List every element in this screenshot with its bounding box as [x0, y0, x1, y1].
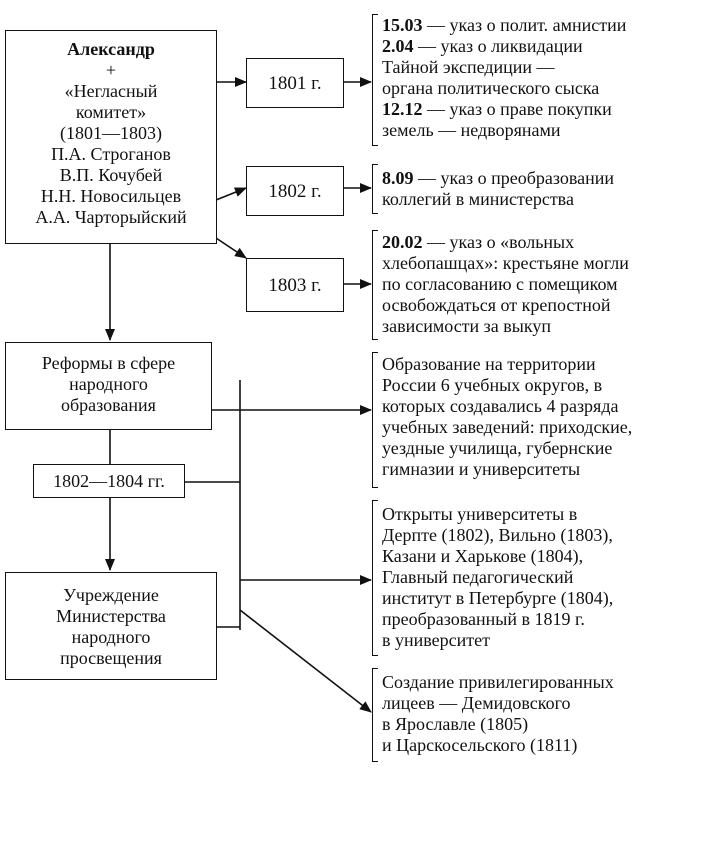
main-plus: + [105, 60, 117, 80]
alexander-committee-box: Александр + «Негласный комитет» (1801—18… [5, 30, 217, 244]
decree-line: зависимости за выкуп [382, 316, 551, 336]
committee-line1: «Негласный [64, 81, 158, 101]
universities-note: Открыты университеты в Дерпте (1802), Ви… [382, 504, 614, 650]
decree-line: 12.12 — указ о праве покупки [382, 99, 612, 119]
brace-districts [372, 352, 378, 488]
arrow-main-to-1803 [215, 237, 247, 259]
decree-line: органа политического сыска [382, 78, 600, 98]
year-1802-1804-label: 1802—1804 гг. [53, 470, 165, 491]
year-box-1801: 1801 г. [246, 58, 344, 108]
ministry-line: Учреждение [63, 585, 159, 605]
main-title: Александр [67, 39, 155, 59]
brace-1802 [372, 164, 378, 214]
year-1803-label: 1803 г. [268, 274, 322, 296]
member-1: П.А. Строганов [51, 144, 171, 164]
reforms-line: народного [69, 374, 148, 394]
decrees-1801: 15.03 — указ о полит. амнистии 2.04 — ук… [382, 15, 698, 141]
decree-line: коллегий в министерства [382, 189, 574, 209]
decree-line: земель — недворянами [382, 120, 561, 140]
decrees-1803: 20.02 — указ о «вольных хлебопашцах»: кр… [382, 232, 698, 337]
member-3: Н.Н. Новосильцев [40, 186, 182, 206]
brace-lyceums [372, 668, 378, 762]
brace-1803 [372, 230, 378, 340]
brace-universities [372, 500, 378, 656]
education-reforms-box: Реформы в сфере народного образования [5, 342, 212, 430]
ministry-line: просвещения [60, 648, 162, 668]
decree-line: 2.04 — указ о ликвидации [382, 36, 583, 56]
reforms-line: образования [61, 395, 156, 415]
committee-line2: комитет» [75, 102, 147, 122]
member-2: В.П. Кочубей [59, 165, 163, 185]
ministry-line: Министерства [56, 606, 166, 626]
decree-line: освобождаться от крепостной [382, 295, 611, 315]
year-box-1802-1804: 1802—1804 гг. [33, 464, 185, 498]
lyceums-note: Создание привилегированных лицеев — Деми… [382, 672, 614, 755]
year-1801-label: 1801 г. [268, 72, 322, 94]
decree-line: хлебопашцах»: крестьяне могли [382, 253, 629, 273]
decree-line: по согласованию с помещиком [382, 274, 618, 294]
year-1802-label: 1802 г. [268, 180, 322, 202]
committee-years: (1801—1803) [60, 123, 162, 143]
ministry-line: народного [71, 627, 151, 647]
decree-line: 15.03 — указ о полит. амнистии [382, 15, 627, 35]
decree-line: Тайной экспедиции — [382, 57, 555, 77]
decree-line: 20.02 — указ о «вольных [382, 232, 575, 252]
arrow-to-lyceums [239, 609, 372, 713]
year-box-1802: 1802 г. [246, 166, 344, 216]
arrow-main-to-1802 [215, 187, 247, 201]
brace-1801 [372, 14, 378, 146]
ministry-box: Учреждение Министерства народного просве… [5, 572, 217, 680]
decrees-1802: 8.09 — указ о преобразовании коллегий в … [382, 168, 698, 210]
decree-line: 8.09 — указ о преобразовании [382, 168, 614, 188]
year-box-1803: 1803 г. [246, 258, 344, 312]
reforms-line: Реформы в сфере [41, 353, 176, 373]
member-4: А.А. Чарторыйский [35, 207, 187, 227]
districts-note: Образование на территории России 6 учебн… [382, 354, 633, 479]
